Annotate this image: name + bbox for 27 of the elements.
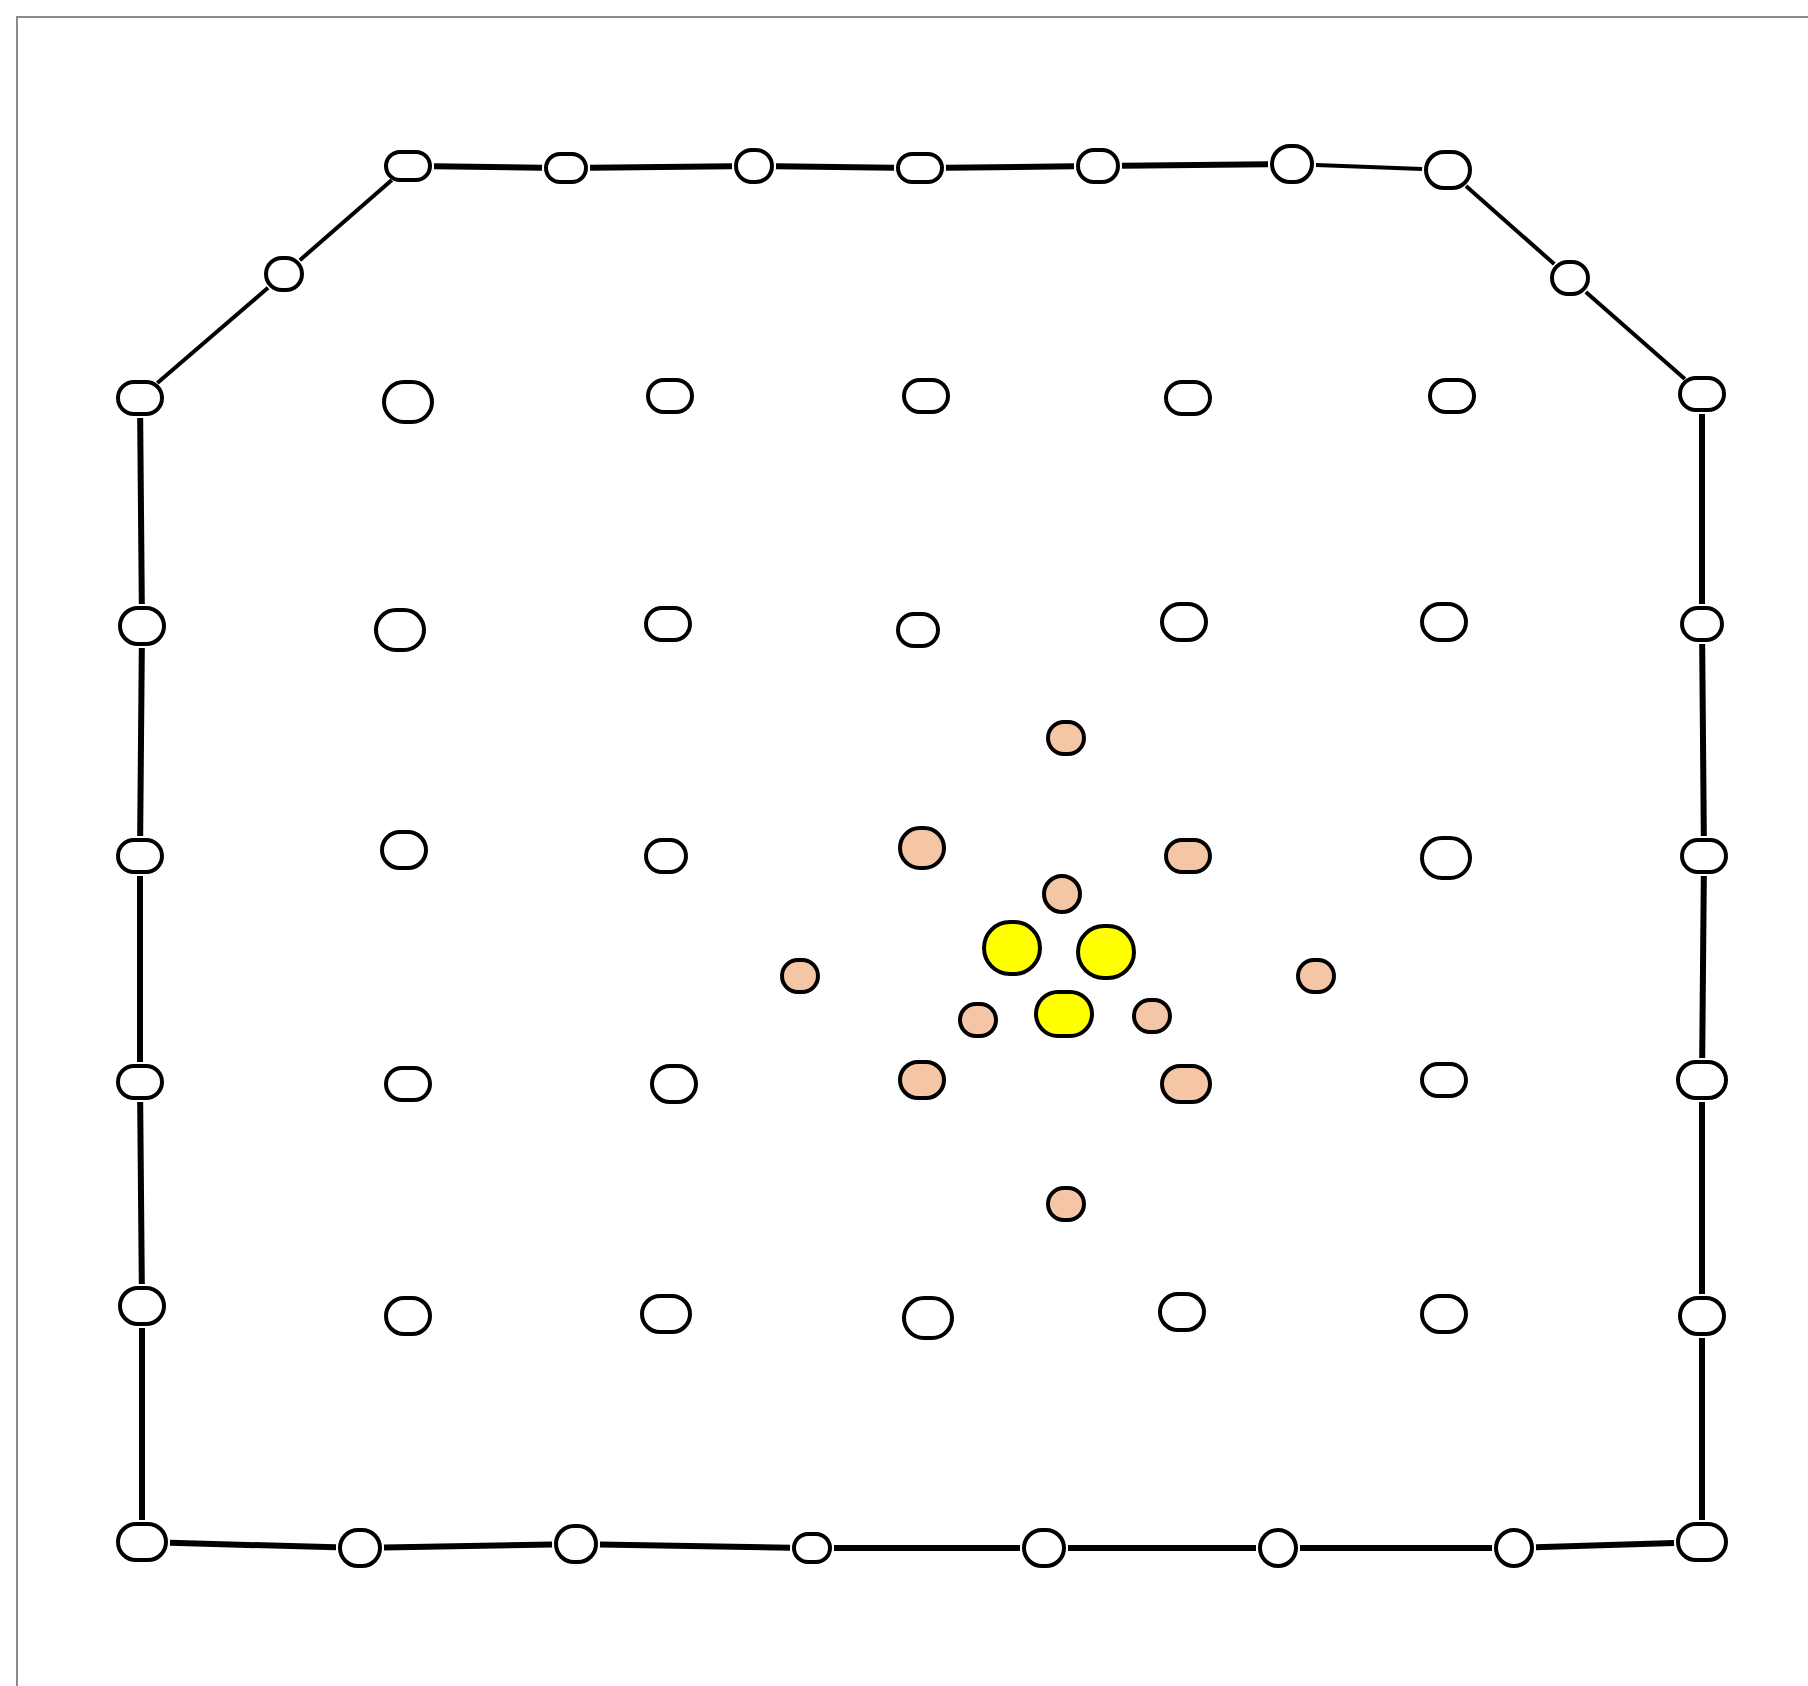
connector-line xyxy=(169,1539,337,1551)
connector-line xyxy=(775,163,895,171)
connector-line xyxy=(137,876,143,1062)
connector-line xyxy=(1699,875,1707,1059)
connector-line xyxy=(139,1328,145,1520)
connector-line xyxy=(137,1101,145,1285)
connector-line xyxy=(599,1541,791,1551)
connector-line xyxy=(433,163,543,171)
connector-line xyxy=(1584,290,1687,381)
connector-line xyxy=(1464,184,1556,266)
connector-line xyxy=(1068,1545,1256,1551)
connector-line xyxy=(156,286,270,385)
connector-line xyxy=(1699,643,1707,837)
connector-line xyxy=(1699,1338,1705,1520)
connector-line xyxy=(945,163,1075,171)
connector-line xyxy=(1300,1545,1492,1551)
connector-line xyxy=(137,647,145,837)
connector-line xyxy=(1535,1539,1675,1551)
connector-line xyxy=(1121,161,1269,169)
connector-line xyxy=(1315,162,1423,171)
connector-line xyxy=(834,1545,1020,1551)
connector-line xyxy=(1699,1102,1705,1294)
connector-line xyxy=(137,417,145,605)
connector-line xyxy=(589,163,733,171)
connector-line xyxy=(1699,414,1705,604)
connector-line xyxy=(298,178,394,262)
connector-line xyxy=(383,1541,553,1551)
